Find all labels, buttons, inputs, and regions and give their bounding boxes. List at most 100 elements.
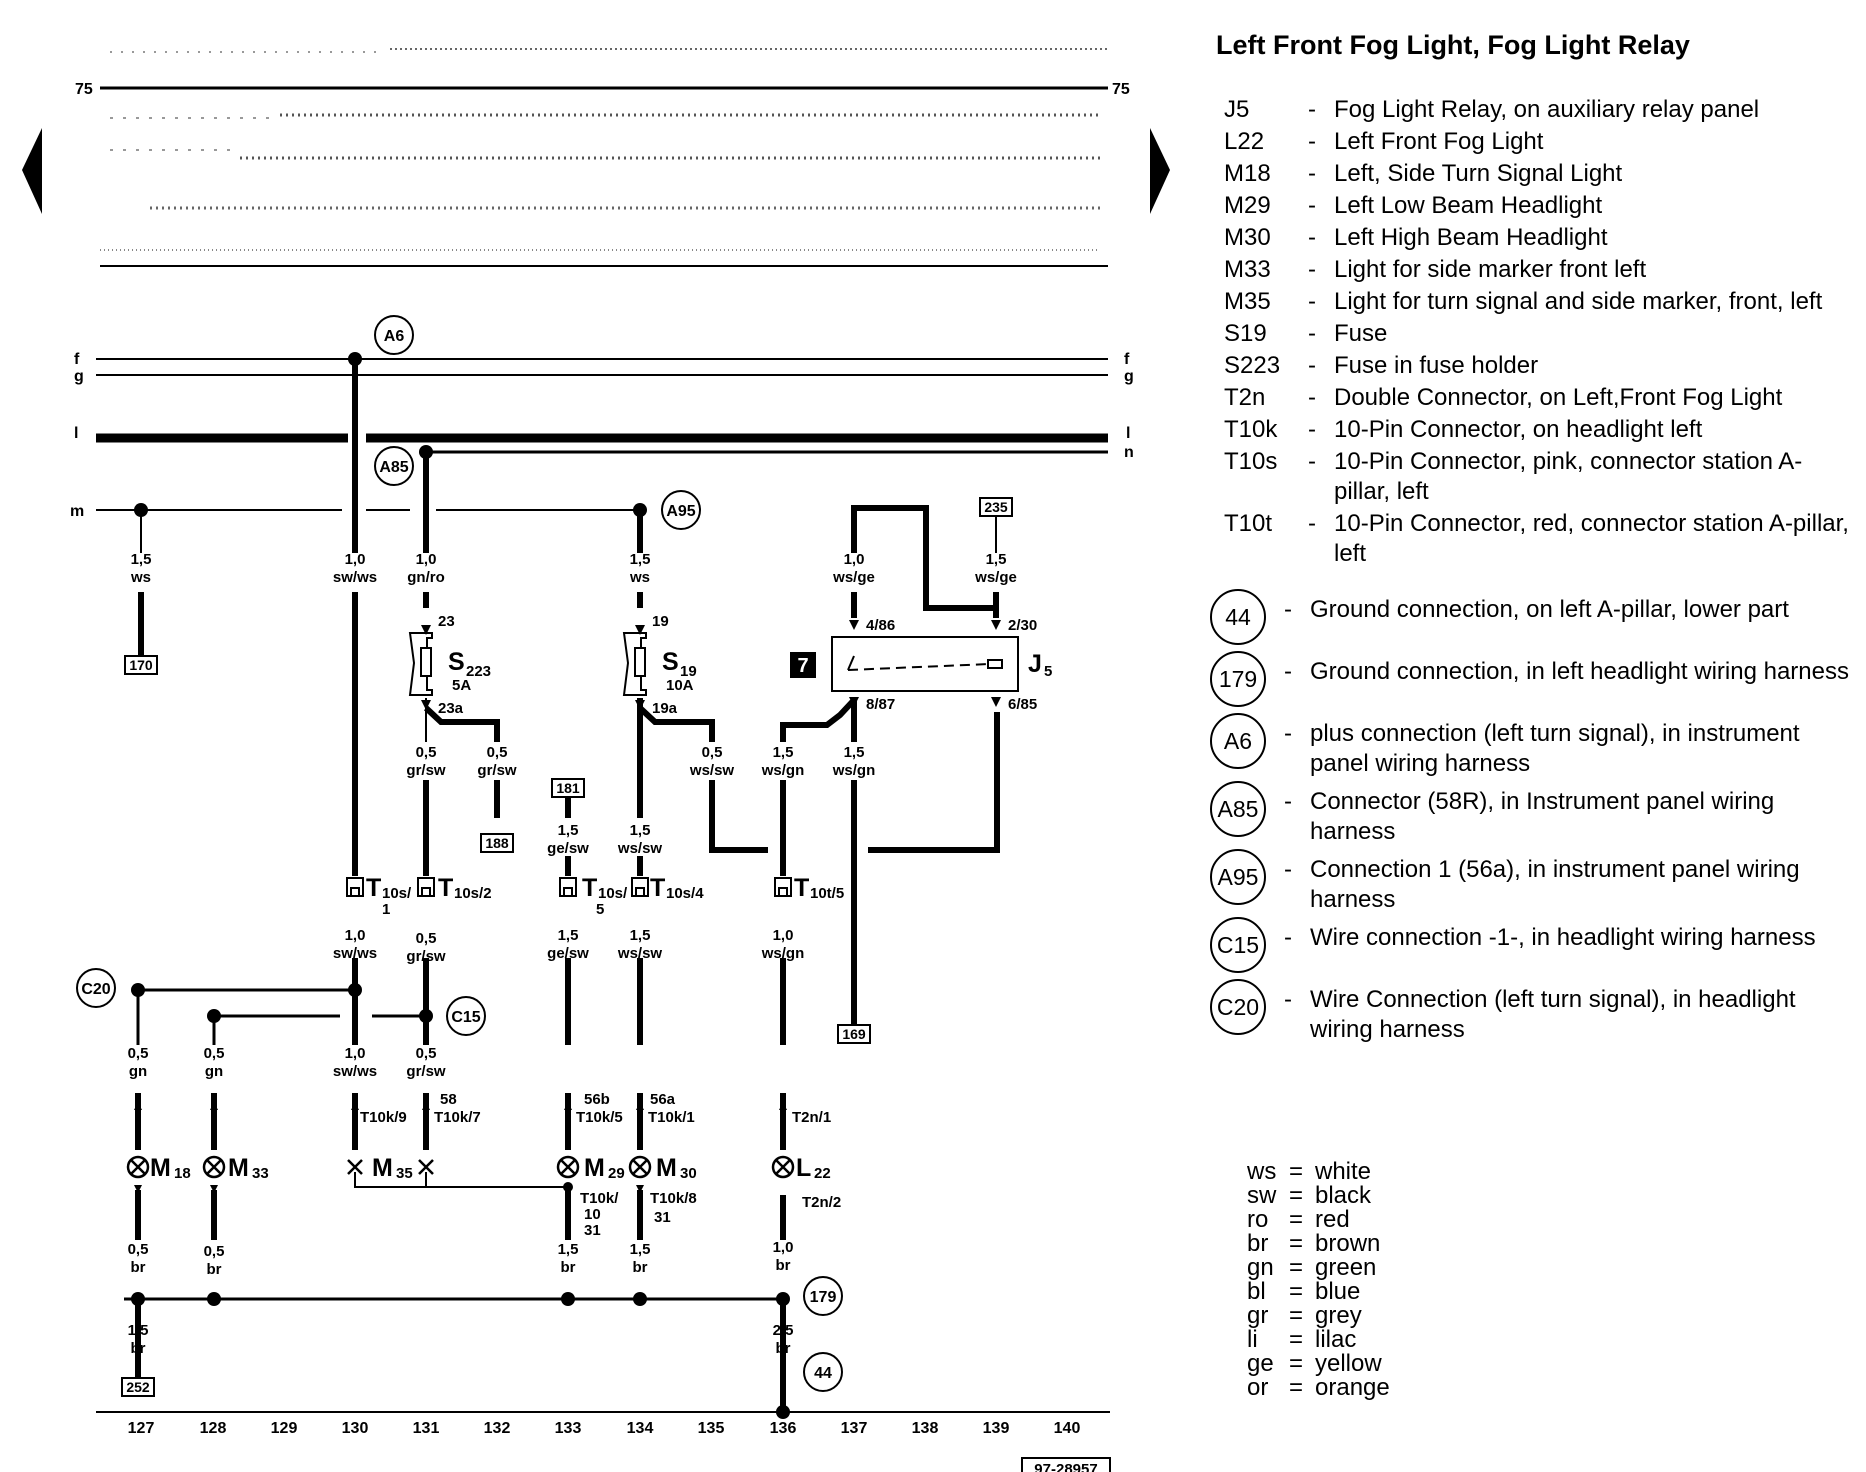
svg-text:sw/ws: sw/ws [333, 1063, 377, 1080]
svg-text:gn: gn [129, 1063, 147, 1080]
previous-page-arrow[interactable] [22, 128, 42, 214]
svg-text:ge/sw: ge/sw [547, 840, 589, 857]
svg-text:br: br [776, 1257, 791, 1274]
svg-text:1,0: 1,0 [345, 551, 366, 568]
svg-text:1,5: 1,5 [128, 1322, 149, 1339]
legend-code: T10t [1224, 510, 1273, 537]
svg-text:1,5: 1,5 [630, 822, 651, 839]
color-key-item: gn=green [1247, 1256, 1390, 1280]
svg-text:1,5: 1,5 [630, 551, 651, 568]
svg-text:136: 136 [770, 1420, 797, 1437]
legend-code: T10s [1224, 448, 1278, 475]
legend-dash: - [1308, 192, 1316, 219]
legend-desc: Fuse [1334, 320, 1388, 347]
color-key-item: br=brown [1247, 1232, 1390, 1256]
legend-code: S223 [1224, 352, 1281, 379]
color-name: blue [1315, 1278, 1361, 1305]
ref-75-right: 75 [1112, 81, 1130, 98]
svg-text:M: M [656, 1154, 677, 1182]
bus-lines: f g l m f g l n [70, 351, 1134, 520]
legend-desc: Connector (58R), in Instrument panel wir… [1310, 788, 1775, 845]
svg-text:1,0: 1,0 [345, 1045, 366, 1062]
svg-text:ws/gn: ws/gn [761, 762, 805, 779]
svg-text:31: 31 [584, 1222, 601, 1239]
color-key-item: sw=black [1247, 1184, 1390, 1208]
svg-text:139: 139 [983, 1420, 1010, 1437]
legend-dash: - [1308, 128, 1316, 155]
page-title: Left Front Fog Light, Fog Light Relay [1216, 30, 1690, 60]
svg-text:0,5: 0,5 [204, 1045, 225, 1062]
svg-text:5A: 5A [452, 677, 471, 694]
svg-text:1,5: 1,5 [558, 927, 579, 944]
svg-text:S: S [448, 648, 465, 676]
svg-text:19: 19 [680, 663, 697, 680]
svg-text:1,5: 1,5 [844, 744, 865, 761]
legend-desc: plus connection (left turn signal), in i… [1310, 720, 1800, 777]
reference-boxes: 170 188 181 235 169 252 [121, 497, 1013, 1397]
connection-badge: A6 [1210, 713, 1266, 769]
svg-text:ws/gn: ws/gn [832, 762, 876, 779]
svg-text:gr/sw: gr/sw [406, 762, 446, 779]
svg-text:M: M [372, 1154, 393, 1182]
svg-text:130: 130 [342, 1420, 369, 1437]
legend-code: M30 [1224, 224, 1271, 251]
ground-legend-item: A95-Connection 1 (56a), in instrument pa… [1210, 849, 1850, 915]
equals-sign: = [1289, 1206, 1304, 1233]
legend-dash: - [1308, 160, 1316, 187]
legend-dash: - [1284, 658, 1292, 685]
svg-text:br: br [776, 1340, 791, 1357]
legend-code: T2n [1224, 384, 1266, 411]
lamp-pin-labels: T10k/9 58 T10k/7 56b T10k/5 56a T10k/1 T… [134, 1091, 841, 1239]
legend-desc: Light for side marker front left [1334, 256, 1647, 283]
equals-sign: = [1289, 1350, 1304, 1377]
svg-text:ws: ws [629, 569, 650, 586]
legend-dash: - [1284, 788, 1292, 815]
svg-text:8/87: 8/87 [866, 696, 895, 713]
legend-desc: Connection 1 (56a), in instrument panel … [1310, 856, 1800, 913]
legend-code: J5 [1224, 96, 1250, 123]
column-numbers: 127 128 129 130 131 132 133 134 135 136 … [128, 1420, 1081, 1437]
connectors-t10: T 10s/ 1 T 10s/2 T 10s/ 5 T 10s/4 T 10 [346, 874, 844, 918]
svg-text:ws: ws [130, 569, 151, 586]
legend-code: L22 [1224, 128, 1265, 155]
legend: Left Front Fog Light, Fog Light Relay J5… [1210, 30, 1850, 1047]
lamp-l22: L 22 [771, 1154, 831, 1182]
svg-text:ws/ge: ws/ge [832, 569, 875, 586]
svg-text:10A: 10A [666, 677, 694, 694]
bus-g-label-right: g [1124, 368, 1134, 385]
svg-text:129: 129 [271, 1420, 298, 1437]
legend-item: T10s-10-Pin Connector, pink, connector s… [1210, 447, 1850, 507]
equals-sign: = [1289, 1302, 1304, 1329]
ref-75-left: 75 [75, 81, 93, 98]
ground-legend-item: 44-Ground connection, on left A-pillar, … [1210, 589, 1850, 649]
svg-text:T: T [366, 874, 381, 902]
lamp-m18: M 18 [126, 1154, 191, 1182]
legend-dash: - [1284, 986, 1292, 1013]
svg-text:br: br [131, 1259, 146, 1276]
connector-t10s-4: T 10s/4 [631, 874, 704, 902]
legend-item: T10k-10-Pin Connector, on headlight left [1210, 415, 1850, 445]
svg-text:138: 138 [912, 1420, 939, 1437]
legend-code: T10k [1224, 416, 1278, 443]
bus-m-label: m [70, 503, 84, 520]
equals-sign: = [1289, 1158, 1304, 1185]
lamp-m30: M 30 [628, 1154, 697, 1182]
svg-text:4/86: 4/86 [866, 617, 895, 634]
next-page-arrow[interactable] [1150, 128, 1170, 214]
svg-text:128: 128 [200, 1420, 227, 1437]
color-key-item: gr=grey [1247, 1304, 1390, 1328]
lamp-m35: M 35 [347, 1154, 434, 1182]
svg-text:br: br [561, 1259, 576, 1276]
legend-item: T2n-Double Connector, on Left,Front Fog … [1210, 383, 1850, 413]
connection-badge: A85 [1210, 781, 1266, 837]
svg-text:1,5: 1,5 [773, 744, 794, 761]
legend-desc: Left High Beam Headlight [1334, 224, 1608, 251]
legend-dash: - [1308, 256, 1316, 283]
equals-sign: = [1289, 1374, 1304, 1401]
legend-desc: 10-Pin Connector, on headlight left [1334, 416, 1703, 443]
page-number-badge: 7 [790, 652, 816, 678]
connection-badge: C15 [1210, 917, 1266, 973]
legend-desc: Ground connection, in left headlight wir… [1310, 658, 1849, 685]
